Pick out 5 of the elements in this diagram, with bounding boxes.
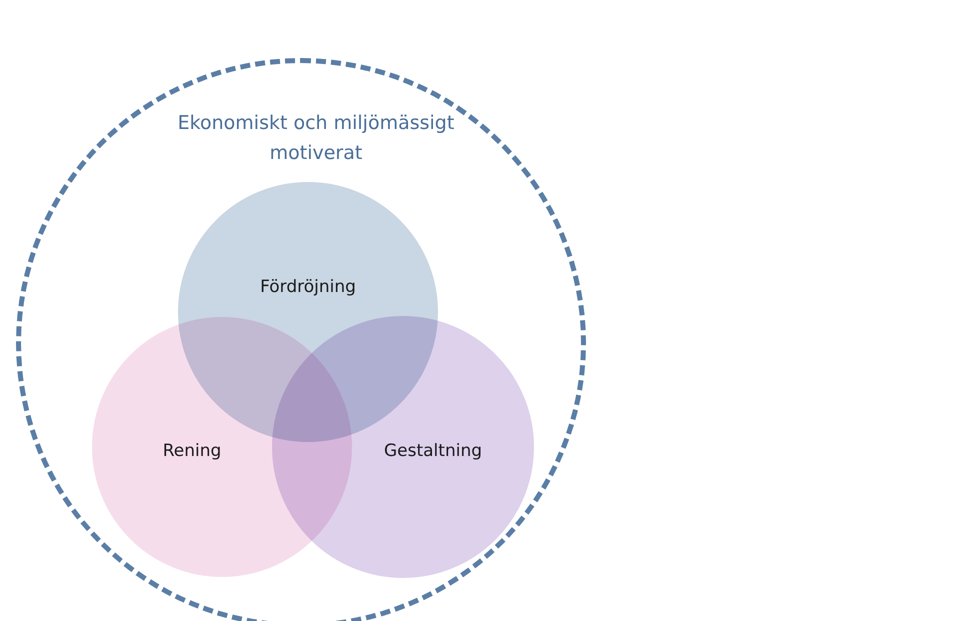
boundary-heading: Ekonomiskt och miljömässigt motiverat [176, 111, 456, 166]
circle-label: Fördröjning [260, 277, 356, 297]
dashed-boundary-circle [16, 58, 586, 621]
circle-label: Rening [162, 441, 222, 461]
circle-label: Gestaltning [384, 441, 482, 461]
